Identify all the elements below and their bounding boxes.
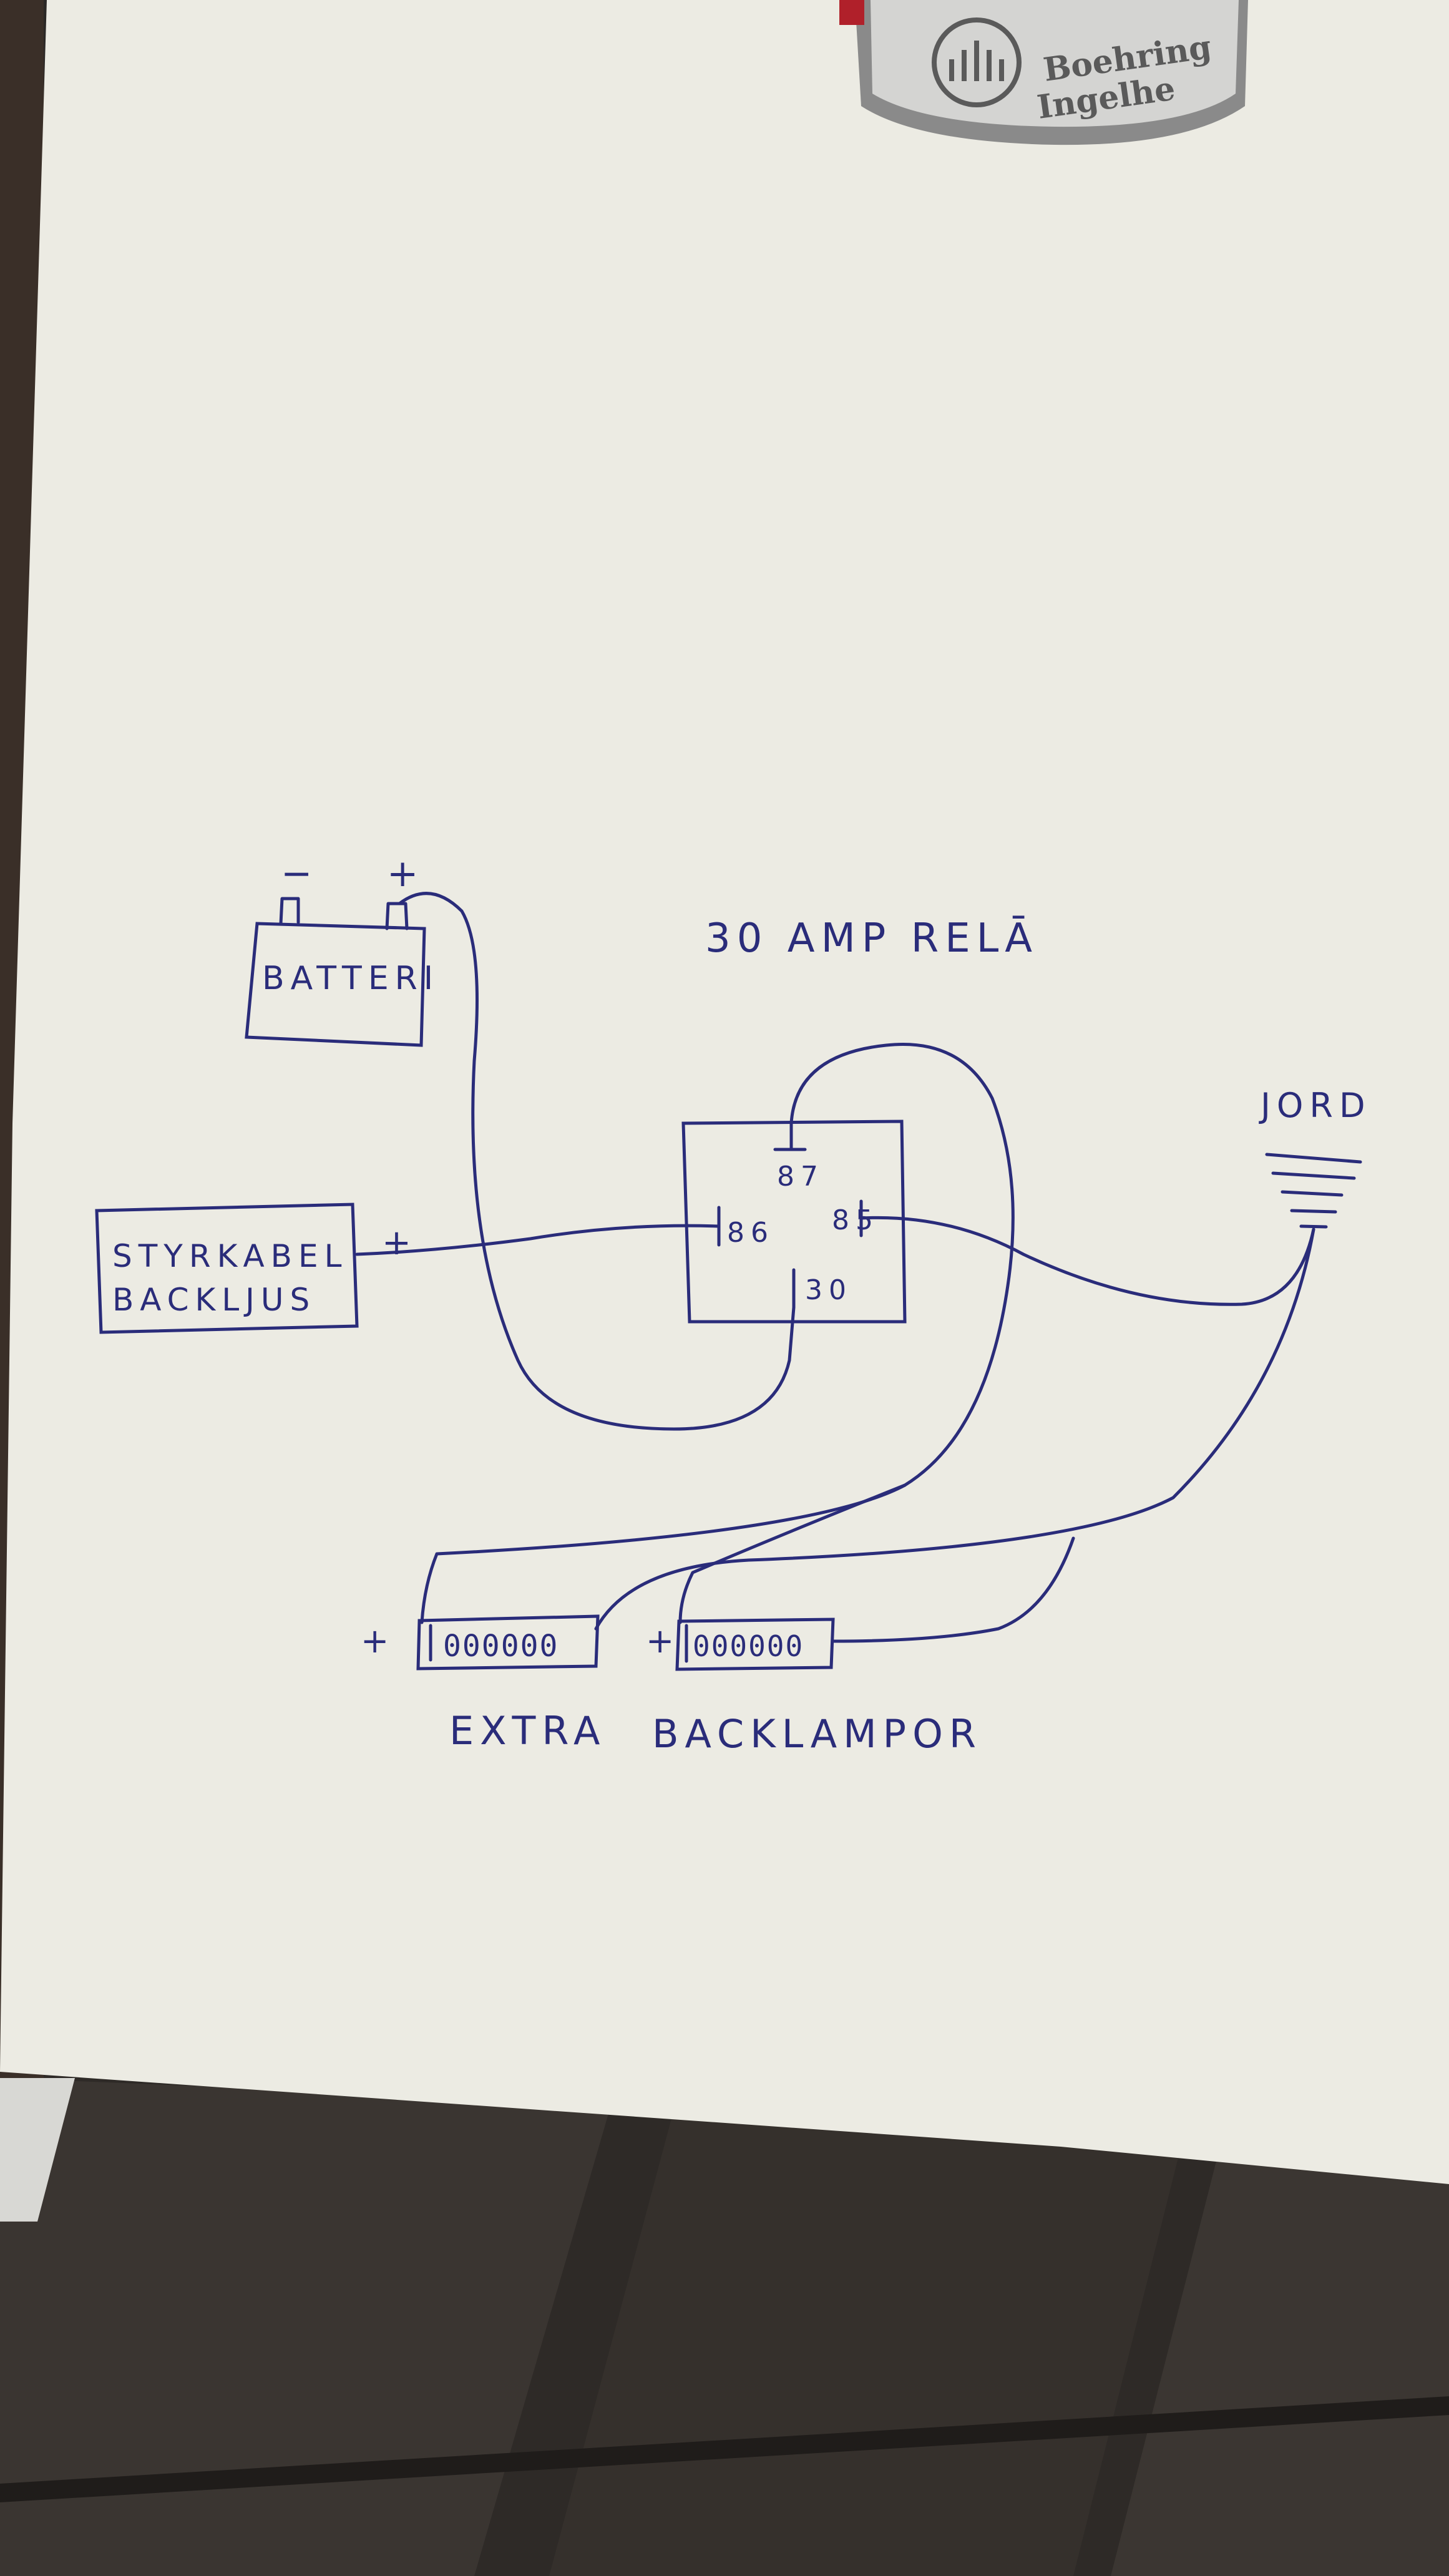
right-lamp-dots: 000000	[693, 1629, 804, 1663]
relay-pin-86: 86	[727, 1217, 774, 1249]
control-cable-line2: BACKLJUS	[112, 1282, 316, 1318]
paper-sheet	[0, 0, 1449, 2184]
logo-icon	[932, 17, 1022, 107]
control-cable-line1: STYRKABEL	[112, 1238, 348, 1274]
battery-label: BATTERI	[262, 960, 439, 997]
relay-box: 87 86 85 30	[681, 1120, 907, 1324]
relay-title: 30 AMP RELĀ	[705, 915, 1038, 962]
relay-pin-30: 30	[805, 1274, 852, 1306]
battery-plus-sign: +	[387, 852, 424, 895]
battery-minus-sign: −	[281, 852, 318, 895]
extra-reverse-lamps: 000000 + 000000 + EXTRA BACKLAMPOR	[361, 1614, 982, 1757]
background-cup: Boehring Ingelhe	[839, 0, 1248, 145]
ground-symbol: JORD	[1259, 1086, 1372, 1229]
relay-pin-85: 85	[832, 1204, 879, 1236]
left-lamp-dots: 000000	[443, 1629, 559, 1664]
left-lamp-plus-sign: +	[361, 1621, 395, 1661]
ground-label: JORD	[1259, 1086, 1372, 1125]
wires	[355, 892, 1315, 1643]
control-cable-box: STYRKABEL BACKLJUS +	[95, 1203, 417, 1334]
relay-pin-87: 87	[777, 1161, 824, 1193]
lamps-caption-word1: EXTRA	[449, 1708, 606, 1754]
control-cable-plus-sign: +	[382, 1222, 417, 1263]
right-lamp-plus-sign: +	[646, 1621, 680, 1661]
battery: BATTERI − +	[245, 852, 439, 1047]
lamps-caption-word2: BACKLAMPOR	[652, 1711, 982, 1757]
